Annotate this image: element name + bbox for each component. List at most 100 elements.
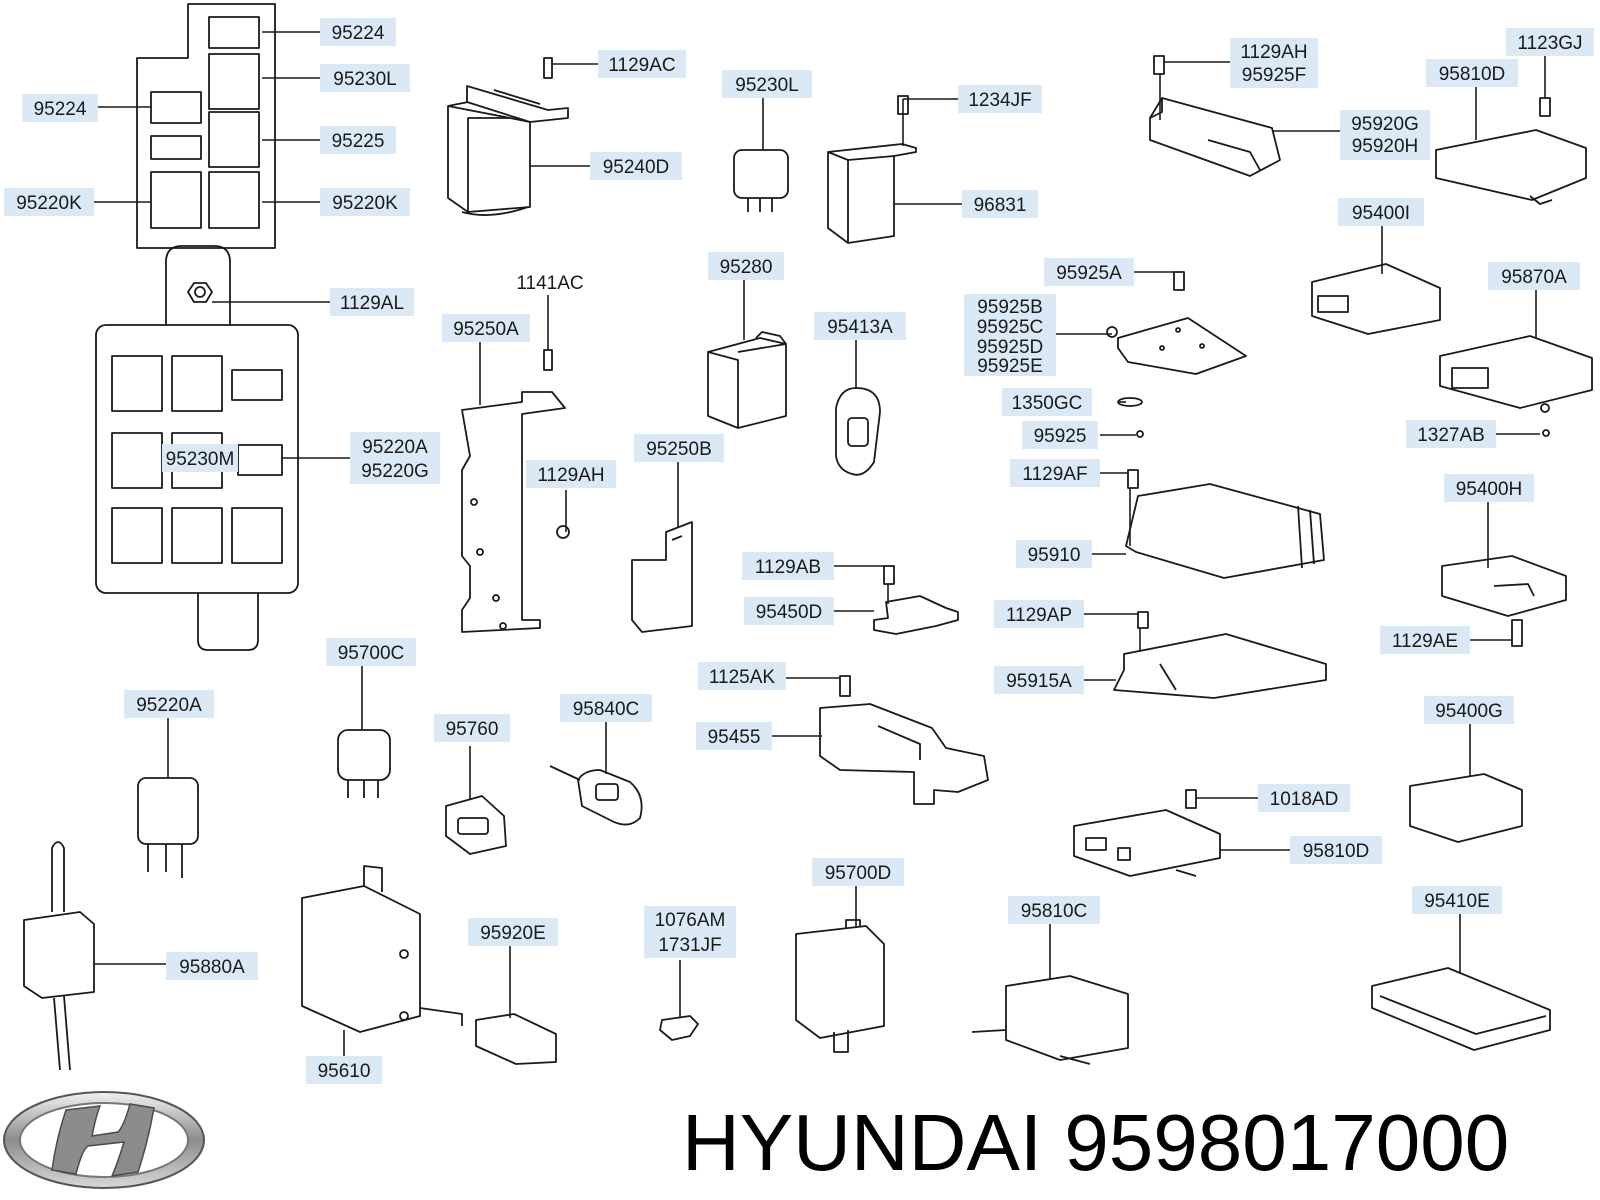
part-number-label: 95413A: [827, 317, 893, 338]
label-8: 95230L: [722, 70, 812, 98]
part-number-label: 95230L: [333, 69, 396, 90]
part-number-label: 95700D: [825, 863, 892, 884]
part-number-label: 1076AM: [655, 910, 726, 931]
leader-lines: [90, 31, 1546, 1056]
label-37: 1129AF: [1010, 459, 1100, 487]
part-number-label: 1129AF: [1022, 464, 1087, 485]
label-2: 95224: [22, 94, 98, 122]
part-number-label: 95230L: [735, 75, 798, 96]
switch-95760: [445, 795, 507, 855]
bracket-95250b: [631, 521, 693, 633]
label-22: 95925A: [1044, 258, 1134, 286]
part-number-label: 95220A: [362, 437, 428, 458]
label-40: 1129AB: [742, 552, 834, 580]
part-number-label: 95220G: [361, 461, 429, 482]
part-number-label: 95840C: [573, 699, 640, 720]
label-49: 95840C: [560, 694, 652, 722]
label-4: 95220K: [4, 188, 94, 216]
part-number-label: 95225: [332, 131, 385, 152]
cover-95920e: [475, 1013, 557, 1065]
part-number-label: 95610: [318, 1061, 371, 1082]
label-53: 95810D: [1290, 836, 1382, 864]
bracket-95925f: [1149, 97, 1281, 177]
label-56: 95410E: [1412, 886, 1502, 914]
relay-95700c: [337, 729, 391, 798]
part-number-label: 95400G: [1435, 701, 1503, 722]
label-0: 95224: [320, 18, 396, 46]
part-number-label: 1129AB: [755, 557, 821, 578]
part-number-label: 1129AH: [537, 465, 604, 486]
label-15: 1123GJ: [1506, 28, 1594, 56]
bracket-95455: [819, 703, 989, 805]
grommet-1076am: [659, 1015, 699, 1041]
module-95240d: [447, 85, 569, 216]
part-number-label: 95450D: [756, 602, 823, 623]
part-number-label: 95280: [720, 257, 773, 278]
label-17: 1129AL: [330, 288, 414, 316]
module-95810c: [971, 975, 1129, 1065]
part-number-label: 95400H: [1456, 479, 1523, 500]
relay-95700d: [795, 919, 885, 1053]
part-number-label: 95810D: [1303, 841, 1370, 862]
module-95810d-top: [1435, 129, 1587, 205]
module-95400g: [1409, 773, 1523, 843]
label-32: 95230M: [162, 444, 238, 472]
part-number-label: 1350GC: [1012, 393, 1083, 414]
label-43: 1129AE: [1380, 626, 1470, 654]
label-55: 95810C: [1008, 896, 1100, 924]
part-number-label: 1129AP: [1006, 605, 1072, 626]
part-number-label: 1129AE: [1392, 631, 1458, 652]
label-46: 1125AK: [698, 662, 786, 690]
part-number-label: 1129AC: [608, 55, 675, 76]
label-24: 95870A: [1488, 262, 1580, 290]
label-3: 95225: [320, 126, 396, 154]
module-95870a: [1439, 335, 1593, 413]
part-number-label: 95870A: [1501, 267, 1567, 288]
relay-95280: [707, 331, 787, 429]
bracket-95250a: [461, 391, 566, 633]
part-number-label: 95220K: [332, 193, 398, 214]
label-61: 95610: [306, 1056, 382, 1084]
label-42: 1129AP: [994, 600, 1084, 628]
part-number-label: 1129AL: [340, 293, 404, 314]
label-44: 95915A: [994, 666, 1084, 694]
label-10: 96831: [962, 190, 1038, 218]
part-number-label: 1129AH: [1240, 42, 1307, 63]
part-number-label: 95230M: [166, 449, 235, 470]
part-number-label: 1327AB: [1417, 425, 1485, 446]
label-6: 1129AC: [598, 50, 686, 78]
part-number-label: 95410E: [1424, 891, 1490, 912]
part-number-label: 95920H: [1352, 136, 1419, 157]
fuse-relay-block-top: [136, 3, 276, 249]
part-number-label: 95925B: [977, 297, 1043, 318]
part-number-label: 95920E: [480, 923, 546, 944]
part-number-label: 95224: [34, 99, 87, 120]
part-number-label: 96831: [974, 195, 1027, 216]
relay-95230l: [733, 149, 789, 212]
hyundai-logo-icon: [3, 1091, 205, 1189]
label-39: 95910: [1016, 540, 1092, 568]
label-33: 95220A 95220G: [350, 432, 440, 484]
part-number-label: 95240D: [603, 157, 670, 178]
part-number-label: 1018AD: [1270, 789, 1339, 810]
part-number-label: 95700C: [338, 643, 405, 664]
remote-key-fob-95413a: [835, 387, 881, 476]
part-number-label: 95810C: [1021, 901, 1088, 922]
part-number-label: 95910: [1028, 545, 1081, 566]
label-51: 95400G: [1424, 696, 1514, 724]
label-36: 95250B: [634, 434, 724, 462]
label-5: 95220K: [320, 188, 410, 216]
key-95840c: [549, 765, 643, 826]
label-1: 95230L: [320, 64, 410, 92]
bracket-95450d: [873, 595, 959, 635]
label-7: 95240D: [590, 152, 682, 180]
plate-95925b: [1106, 317, 1247, 375]
label-23: 95400I: [1338, 198, 1424, 226]
part-number-label: 95400I: [1352, 203, 1410, 224]
label-31: 1327AB: [1406, 420, 1496, 448]
part-number-label: 1123GJ: [1517, 33, 1582, 54]
